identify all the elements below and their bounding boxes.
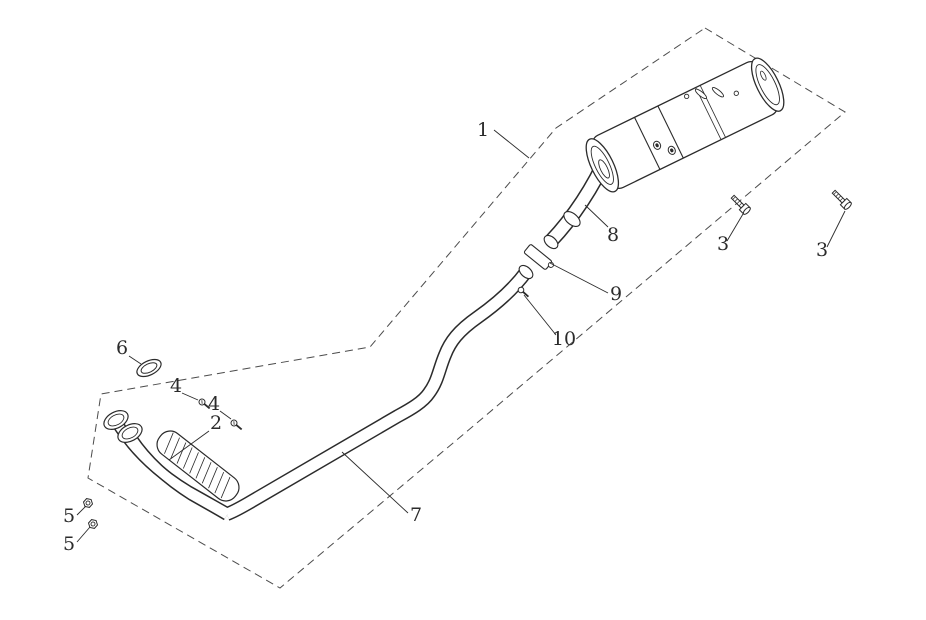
muffler-bracket-hole-2-center [670, 148, 674, 153]
callout-label-3-left: 3 [717, 233, 729, 255]
exhaust-gasket [136, 358, 162, 378]
clamp-nub [547, 261, 554, 268]
flange-flare-upper-outer [103, 410, 129, 430]
shield-screw-upper-shaft [203, 403, 211, 410]
muffler-bracket-band-left [634, 117, 661, 170]
assembly-boundary-outline [87, 27, 846, 589]
callout-label-1: 1 [477, 119, 489, 141]
flange-flare-upper [103, 410, 129, 430]
callout-leader-3-right [826, 210, 846, 248]
callout-label-5-lower: 5 [63, 533, 75, 555]
callout-leaders [76, 129, 846, 543]
flange-flare-lower-outer [117, 423, 143, 443]
heat-shield [156, 430, 240, 502]
heat-shield-ribs [164, 432, 231, 499]
callout-leader-8 [584, 204, 609, 228]
muffler [585, 57, 785, 193]
callout-label-7: 7 [410, 504, 422, 526]
clamp-bolt-shaft [522, 291, 530, 298]
muffler-rivet-2 [683, 93, 690, 100]
callout-leader-9 [549, 262, 609, 294]
pipe-joint-clamp [523, 244, 554, 270]
callout-label-6: 6 [116, 337, 128, 359]
muffler-rivet-1 [733, 90, 739, 96]
callout-label-4-upper: 4 [170, 375, 182, 397]
callout-label-5-upper: 5 [63, 505, 75, 527]
callout-leader-4-upper [181, 392, 199, 401]
exhaust-gasket-inner [140, 362, 158, 374]
callout-label-10: 10 [552, 328, 576, 350]
callout-label-2: 2 [210, 412, 222, 434]
muffler-bracket-band-right [657, 105, 684, 159]
shield-screw-lower [230, 419, 243, 431]
shield-screw-upper [198, 398, 211, 410]
flange-nut-upper-hole [85, 500, 91, 506]
muffler-louver-1 [694, 88, 708, 100]
callout-leader-6 [128, 355, 142, 365]
clamp-bolt-head [517, 286, 525, 294]
mounting-bolt-right-shaft [831, 189, 846, 204]
muffler-inlet-opening [598, 159, 610, 179]
callout-leader-7 [341, 451, 409, 514]
muffler-louver-2 [711, 87, 725, 98]
callout-label-9: 9 [610, 283, 622, 305]
callout-leader-2 [168, 430, 210, 461]
callout-label-8: 8 [607, 224, 619, 246]
header-pipe-lower-fill [128, 436, 230, 519]
muffler-body [591, 60, 779, 190]
muffler-end-cap [750, 57, 785, 112]
callout-leader-5-lower [76, 526, 91, 543]
front-pipe-fill [225, 268, 531, 520]
mounting-bolt-left-head-face [742, 206, 751, 215]
inlet-pipe-flare [543, 234, 559, 250]
callout-leader-3-left [726, 213, 744, 242]
flange-nut-lower-hex [87, 519, 99, 529]
shield-screw-lower-slot [233, 421, 235, 425]
mounting-bolt-left-shaft [730, 194, 745, 209]
inlet-pipe-collar [563, 211, 581, 227]
callout-leader-10 [523, 294, 557, 336]
shield-screw-lower-shaft [235, 424, 243, 431]
mounting-bolt-left [730, 194, 751, 215]
mounting-bolt-right-threads [833, 191, 844, 202]
flange-flare-upper-inner [107, 413, 125, 427]
muffler-end-cap-rim [755, 64, 780, 106]
front-pipe-flare [518, 264, 534, 280]
clamp-bolt [517, 286, 530, 298]
flange-flare-lower [117, 423, 143, 443]
flange-nut-lower [87, 519, 99, 529]
shield-screw-upper-slot [201, 400, 203, 404]
muffler-front-face [585, 138, 620, 193]
flange-nut-lower-hole [90, 521, 96, 527]
callout-labels: 1 2 3 3 4 4 5 5 6 7 8 9 10 [63, 119, 828, 555]
mounting-bolt-left-threads [732, 196, 743, 207]
mounting-bolt-right [831, 189, 852, 210]
flange-nut-upper-hex [82, 498, 94, 508]
muffler-front-face-rim [590, 145, 614, 185]
flange-flare-lower-inner [121, 426, 139, 440]
clamp-band [523, 244, 553, 270]
callout-label-4-lower: 4 [208, 393, 220, 415]
callout-label-3-right: 3 [816, 239, 828, 261]
muffler-end-cap-slot [760, 70, 767, 81]
callout-leader-4-lower [219, 410, 232, 420]
mounting-bolt-right-head-face [843, 201, 852, 210]
flange-nut-upper [82, 498, 94, 508]
callout-leader-5-upper [76, 505, 87, 516]
callout-leader-1 [493, 129, 530, 159]
muffler-bracket-hole-1-center [655, 143, 659, 148]
